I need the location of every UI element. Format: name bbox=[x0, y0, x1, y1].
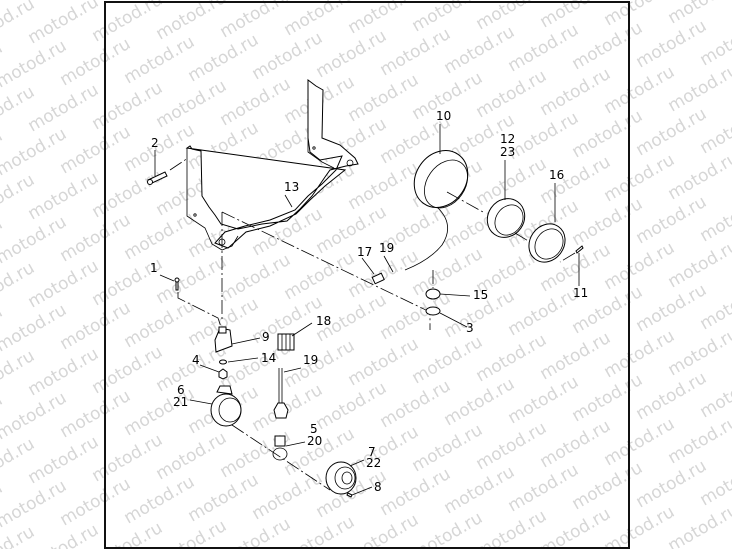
callout-labels: 1 2 3 4 5 20 6 21 7 22 8 9 10 11 12 23 1… bbox=[150, 109, 588, 494]
callout-22: 22 bbox=[366, 456, 381, 470]
callout-2: 2 bbox=[151, 136, 159, 150]
callout-17: 17 bbox=[357, 245, 372, 259]
callout-21: 21 bbox=[173, 395, 188, 409]
washer-part-3 bbox=[425, 306, 441, 316]
callout-4: 4 bbox=[192, 353, 200, 367]
reflector-part-12 bbox=[486, 198, 536, 246]
callout-19-lower: 19 bbox=[303, 353, 318, 367]
callout-1: 1 bbox=[150, 261, 158, 275]
callout-8: 8 bbox=[374, 480, 382, 494]
callout-23: 23 bbox=[500, 145, 515, 159]
callout-3: 3 bbox=[466, 321, 474, 335]
callout-14: 14 bbox=[261, 351, 276, 365]
callout-5: 5 bbox=[310, 422, 318, 436]
callout-6: 6 bbox=[177, 383, 185, 397]
lens-part-7 bbox=[325, 461, 357, 495]
socket-part-5 bbox=[272, 435, 288, 461]
lamp-housing-part-10 bbox=[404, 150, 484, 271]
callout-16: 16 bbox=[549, 168, 564, 182]
callout-13: 13 bbox=[284, 180, 299, 194]
callout-19-upper: 19 bbox=[379, 241, 394, 255]
mounting-bracket-part bbox=[185, 79, 431, 330]
nut-part-4 bbox=[218, 368, 228, 380]
callout-15: 15 bbox=[473, 288, 488, 302]
callout-10: 10 bbox=[436, 109, 451, 123]
callout-12: 12 bbox=[500, 132, 515, 146]
callout-9: 9 bbox=[262, 330, 270, 344]
spacer-part-15 bbox=[425, 288, 441, 300]
screw-part-11 bbox=[575, 245, 584, 254]
connector-part-18 bbox=[277, 333, 295, 351]
callout-7: 7 bbox=[368, 445, 376, 459]
clamp-ring-part-6 bbox=[210, 385, 331, 491]
callout-18: 18 bbox=[316, 314, 331, 328]
wire-part-19-lower bbox=[273, 368, 289, 419]
callout-11: 11 bbox=[573, 286, 588, 300]
leader-lines bbox=[154, 124, 580, 496]
callout-20: 20 bbox=[307, 434, 322, 448]
mount-block-part-9 bbox=[214, 326, 233, 353]
washer-part-14 bbox=[219, 359, 227, 365]
diagram-frame bbox=[104, 1, 630, 549]
trim-ring-part-16 bbox=[528, 223, 566, 263]
screw-part-8 bbox=[346, 492, 353, 498]
screw-part-1 bbox=[174, 277, 223, 331]
plug-part-17 bbox=[371, 272, 385, 285]
bolt-part-2 bbox=[147, 157, 189, 185]
